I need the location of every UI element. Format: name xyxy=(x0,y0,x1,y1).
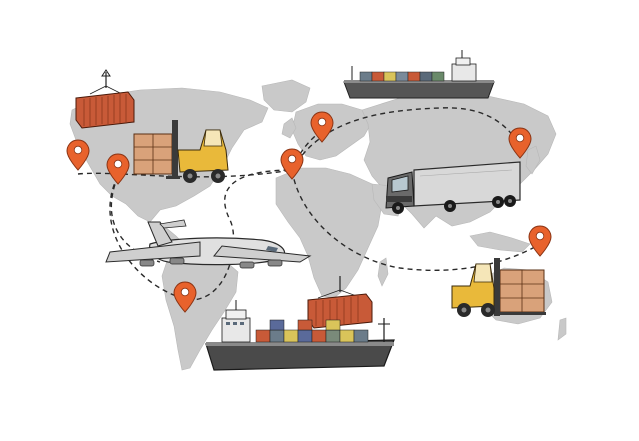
route-na-to-europe xyxy=(77,169,293,178)
location-pin-icon xyxy=(66,139,90,171)
route-europe-to-asia xyxy=(291,107,521,171)
container-ship-icon xyxy=(205,300,395,371)
continent-japan xyxy=(525,145,541,175)
container-ship-icon xyxy=(343,50,495,99)
forklift-icon xyxy=(451,258,546,317)
continent-greenland xyxy=(261,79,311,113)
continent-madagascar xyxy=(377,257,389,287)
continent-europe xyxy=(291,103,373,161)
route-west-loop xyxy=(110,175,161,263)
forklift-icon xyxy=(133,120,229,183)
location-pin-icon xyxy=(528,225,552,257)
shipping-container-icon xyxy=(307,276,373,329)
cargo-plane-icon xyxy=(105,219,312,269)
semi-truck-icon xyxy=(385,161,521,214)
continent-new-zealand xyxy=(557,317,567,341)
continent-uk xyxy=(281,117,297,139)
continent-sea-islands xyxy=(469,231,531,253)
shipping-container-icon xyxy=(75,69,135,129)
